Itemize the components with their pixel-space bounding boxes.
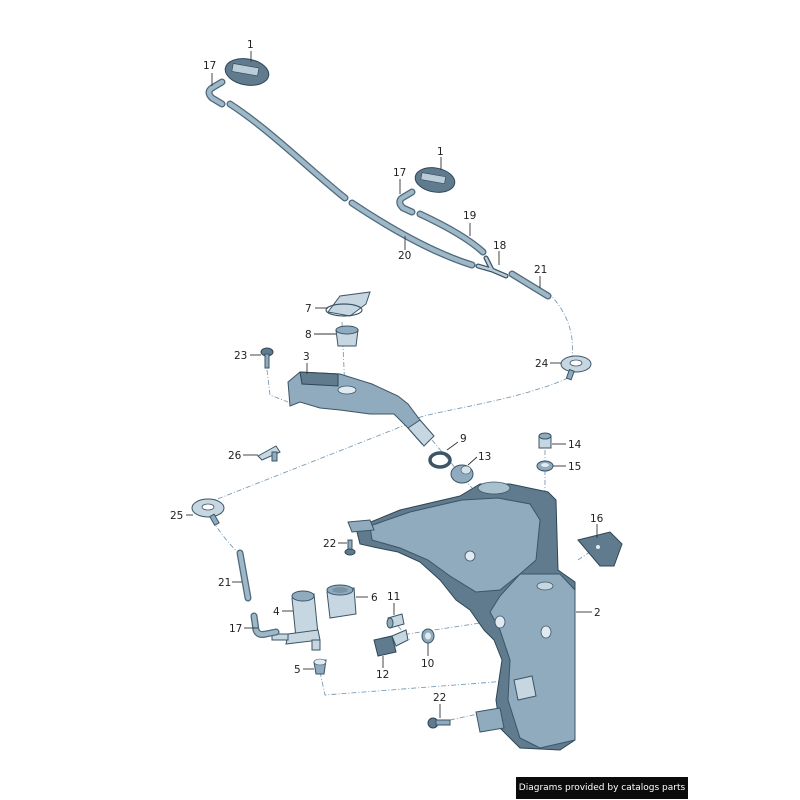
elbow-connector-pump[interactable] <box>250 612 280 638</box>
callout-10: 10 <box>421 658 434 670</box>
cap[interactable] <box>325 291 371 317</box>
callout-12: 12 <box>376 669 389 681</box>
callout-1: 1 <box>247 39 254 51</box>
grommet-13[interactable] <box>450 464 474 484</box>
callout-21: 21 <box>534 264 547 276</box>
callout-13: 13 <box>478 451 491 463</box>
washer-jet-left[interactable] <box>223 55 271 88</box>
callout-2: 2 <box>594 607 601 619</box>
callout-1: 1 <box>437 146 444 158</box>
callout-16: 16 <box>590 513 604 525</box>
callout-7: 7 <box>305 303 312 315</box>
grommet-15[interactable] <box>536 460 554 472</box>
y-piece[interactable] <box>475 255 509 279</box>
callout-3: 3 <box>303 351 310 363</box>
callout-20: 20 <box>398 250 411 262</box>
bolt-22-lower[interactable] <box>427 717 451 729</box>
callout-9: 9 <box>460 433 467 445</box>
bolt-22-upper[interactable] <box>344 539 356 556</box>
grommet-5[interactable] <box>313 658 327 675</box>
filler-insert[interactable] <box>335 325 359 347</box>
callout-26: 26 <box>228 450 242 462</box>
credit-banner: Diagrams provided by catalogs parts <box>516 777 688 799</box>
callout-17: 17 <box>393 167 406 179</box>
callout-19: 19 <box>463 210 476 222</box>
callout-8: 8 <box>305 329 312 341</box>
hoses <box>226 100 552 602</box>
callout-23: 23 <box>234 350 247 362</box>
callout-11: 11 <box>387 591 400 603</box>
callout-25: 25 <box>170 510 183 522</box>
callout-21: 21 <box>218 577 231 589</box>
clip-26[interactable] <box>257 445 281 462</box>
bolt-23[interactable] <box>260 347 274 369</box>
callouts: 1 17 1 17 19 20 18 21 7 8 23 3 24 26 9 1… <box>170 39 604 718</box>
seal-ring[interactable] <box>428 451 452 469</box>
grommet-24[interactable] <box>560 355 592 381</box>
callout-18: 18 <box>493 240 506 252</box>
callout-15: 15 <box>568 461 581 473</box>
elbow-connector-right[interactable] <box>396 188 416 216</box>
expanding-nut[interactable] <box>538 432 552 449</box>
washer-jet-right[interactable] <box>413 165 457 196</box>
callout-17: 17 <box>229 623 242 635</box>
washer-pump[interactable] <box>271 590 321 651</box>
seal-11[interactable] <box>386 613 405 629</box>
callout-4: 4 <box>273 606 280 618</box>
sleeve[interactable] <box>326 584 357 619</box>
callout-5: 5 <box>294 664 301 676</box>
elbow-connector-left[interactable] <box>205 78 226 108</box>
callout-22: 22 <box>323 538 336 550</box>
callout-14: 14 <box>568 439 582 451</box>
callout-22: 22 <box>433 692 446 704</box>
grommet-25[interactable] <box>191 498 225 527</box>
reservoir[interactable] <box>347 481 576 751</box>
filler-neck[interactable] <box>287 371 435 447</box>
bracket-16[interactable] <box>577 531 623 567</box>
callout-24: 24 <box>535 358 549 370</box>
callout-6: 6 <box>371 592 378 604</box>
level-sender[interactable] <box>373 629 409 657</box>
grommet-10[interactable] <box>421 628 435 644</box>
callout-17: 17 <box>203 60 216 72</box>
